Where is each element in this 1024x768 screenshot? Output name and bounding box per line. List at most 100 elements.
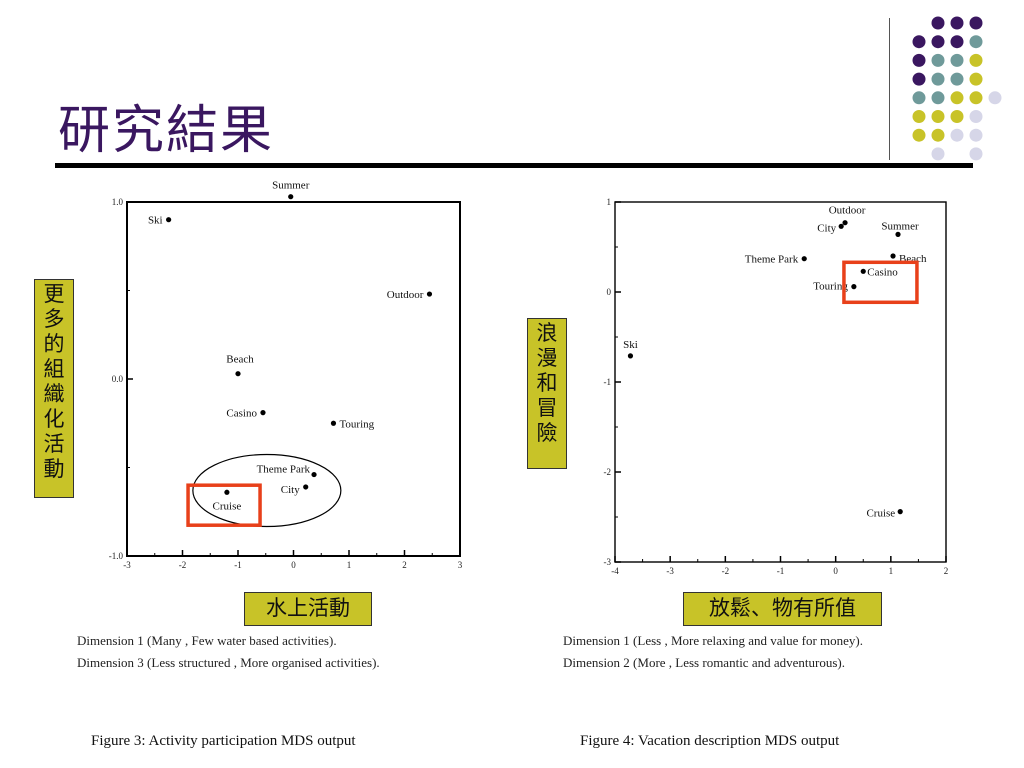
decor-dot	[969, 128, 983, 142]
y-tick-label: 1	[607, 197, 612, 207]
left-caption-1: Dimension 1 (Many , Few water based acti…	[77, 633, 337, 648]
y-tick-label: -2	[604, 467, 612, 477]
right-caption-1: Dimension 1 (Less , More relaxing and va…	[563, 633, 864, 648]
decor-dot	[950, 110, 964, 123]
data-point	[851, 284, 857, 290]
decor-dot	[950, 53, 964, 67]
point-label: Theme Park	[257, 464, 311, 476]
data-point	[842, 220, 848, 226]
right-caption-2: Dimension 2 (More , Less romantic and ad…	[563, 655, 845, 670]
data-point	[311, 471, 317, 478]
decor-dot	[950, 91, 964, 105]
data-point	[330, 420, 337, 426]
left-ylabel: 更多的組織化活動	[43, 282, 65, 481]
x-tick-label: 0	[291, 560, 296, 570]
decor-dot	[931, 147, 945, 161]
right-xlabel: 放鬆、物有所值	[709, 596, 856, 620]
data-point	[288, 194, 294, 200]
point-label: Ski	[148, 215, 163, 227]
decor-dot	[969, 110, 983, 123]
point-label: City	[281, 484, 300, 496]
data-point	[426, 291, 433, 297]
decor-dot	[912, 72, 926, 86]
slide-title: 研究結果	[58, 101, 275, 161]
left-caption-2: Dimension 3 (Less structured , More orga…	[77, 655, 380, 670]
point-label: Outdoor	[829, 205, 866, 217]
left-xlabel: 水上活動	[266, 596, 350, 620]
decor-dot	[931, 110, 945, 123]
right-xlabel-box: 放鬆、物有所值	[683, 592, 882, 626]
title-underline	[55, 163, 973, 168]
y-tick-label: -1.0	[109, 551, 124, 561]
cluster-ellipse	[192, 453, 342, 528]
data-point	[235, 371, 241, 377]
point-label: Cruise	[213, 500, 242, 512]
decor-dot	[931, 91, 945, 105]
left-xlabel-box: 水上活動	[244, 592, 372, 626]
point-label: City	[817, 222, 836, 234]
right-ylabel: 浪漫和冒險	[536, 321, 558, 445]
y-tick-label: -3	[604, 557, 612, 567]
x-tick-label: 2	[944, 566, 949, 576]
decor-dot	[969, 16, 983, 30]
x-tick-label: 1	[347, 560, 352, 570]
decor-dot	[969, 91, 983, 105]
x-tick-label: -2	[722, 566, 730, 576]
decor-dot	[950, 35, 964, 49]
data-point	[627, 353, 634, 359]
data-point	[303, 484, 309, 490]
decor-dot	[950, 72, 964, 86]
y-tick-label: 1.0	[112, 197, 124, 207]
highlight-box	[186, 483, 262, 527]
left-figure-caption: Figure 3: Activity participation MDS out…	[91, 733, 356, 749]
decor-dot	[912, 128, 926, 142]
point-label: Theme Park	[745, 254, 799, 266]
point-label: Ski	[623, 339, 638, 351]
x-tick-label: 3	[458, 560, 463, 570]
decor-vertical-rule	[889, 18, 890, 160]
decor-dot	[950, 128, 964, 142]
decor-dot	[931, 53, 945, 67]
data-point	[895, 231, 901, 237]
x-tick-label: -1	[234, 560, 242, 570]
point-label: Summer	[272, 180, 310, 192]
highlight-box	[842, 260, 919, 305]
right-ylabel-box: 浪漫和冒險	[527, 318, 567, 469]
data-point	[224, 489, 230, 495]
y-tick-label: -1	[604, 377, 612, 387]
decor-dot	[969, 147, 983, 161]
decor-dot	[931, 16, 945, 30]
decor-dot	[950, 16, 964, 30]
decor-dot	[969, 72, 983, 86]
point-label: Touring	[339, 418, 374, 430]
decor-dot	[912, 35, 926, 49]
point-label: Casino	[226, 408, 257, 420]
decor-dot	[969, 53, 983, 67]
data-point	[260, 410, 266, 416]
x-tick-label: -3	[123, 560, 131, 570]
x-tick-label: -3	[666, 566, 674, 576]
data-point	[838, 223, 844, 229]
x-tick-label: 0	[833, 566, 838, 576]
point-label: Touring	[813, 281, 848, 293]
data-point	[860, 268, 866, 274]
decor-dot	[912, 53, 926, 67]
data-point	[890, 253, 896, 259]
data-point	[801, 256, 807, 262]
decor-dot	[931, 35, 945, 49]
point-label: Beach	[226, 354, 254, 366]
data-point	[897, 509, 903, 515]
y-tick-label: 0	[607, 287, 612, 297]
point-label: Outdoor	[387, 289, 424, 301]
x-tick-label: 1	[889, 566, 894, 576]
y-tick-label: 0.0	[112, 374, 124, 384]
x-tick-label: 2	[402, 560, 407, 570]
decor-dot-grid	[912, 16, 1002, 161]
right-figure-caption: Figure 4: Vacation description MDS outpu…	[580, 733, 840, 749]
point-label: Cruise	[866, 508, 895, 520]
point-label: Casino	[867, 266, 898, 278]
decor-dot	[931, 72, 945, 86]
data-point	[166, 217, 172, 223]
